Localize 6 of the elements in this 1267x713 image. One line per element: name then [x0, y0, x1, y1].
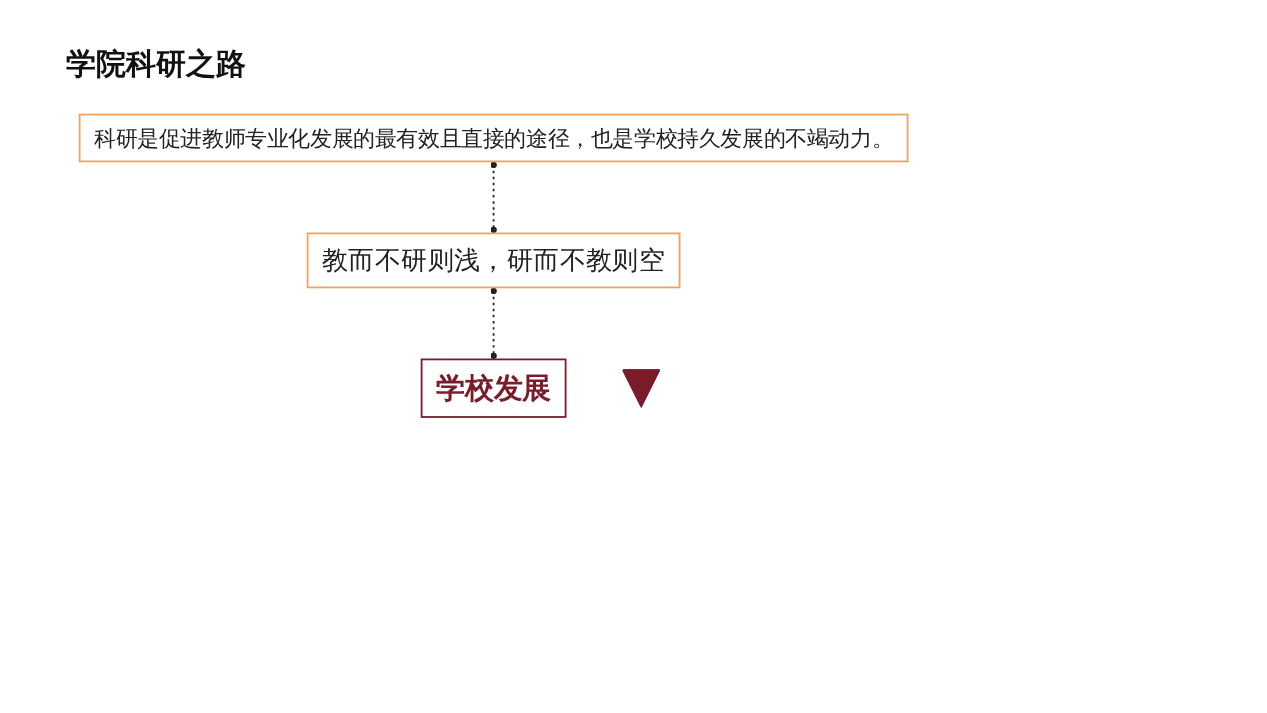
node-box: 教而不研则浅，研而不教则空	[306, 232, 681, 289]
connector	[490, 160, 497, 235]
node-box: 科研是促进教师专业化发展的最有效且直接的途径，也是学校持久发展的不竭动力。	[78, 113, 909, 163]
connector	[490, 286, 497, 361]
diagram-title: 学院科研之路	[66, 45, 246, 83]
node-box: 学校发展	[420, 358, 567, 418]
